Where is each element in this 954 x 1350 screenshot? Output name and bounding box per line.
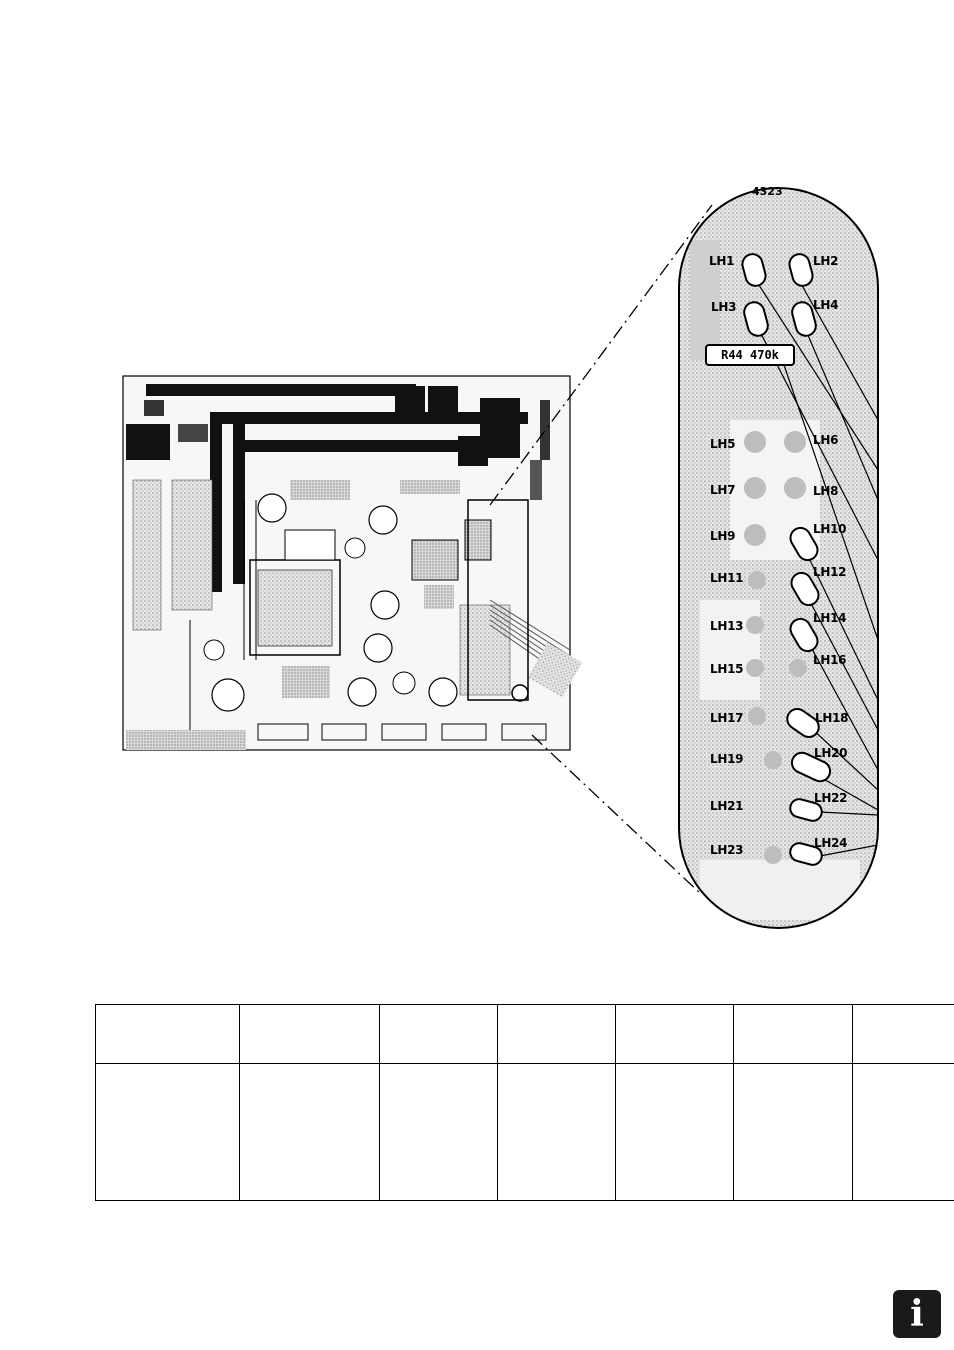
jumper-zoom-view [678,187,879,929]
jumper-label-lh7: LH7 [710,483,736,497]
jumper-label-lh15: LH15 [710,662,744,676]
jumper-label-lh10: LH10 [813,522,847,536]
jumper-label-lh11: LH11 [710,571,744,585]
jumper-label-lh4: LH4 [813,298,839,312]
table-header-cell [852,1004,954,1064]
jumper-label-lh19: LH19 [710,752,744,766]
jumper-label-lh24: LH24 [814,836,848,850]
info-icon-glyph: i [910,1293,924,1335]
jumper-label-lh22: LH22 [814,791,848,805]
resistor-label: R44 470k [705,344,795,366]
table-cell [239,1063,380,1201]
pcb-board [122,375,583,751]
table-cell [852,1063,954,1201]
table-header-cell [239,1004,380,1064]
jumper-label-lh21: LH21 [710,799,744,813]
jumper-label-lh12: LH12 [813,565,847,579]
jumper-label-lh18: LH18 [815,711,849,725]
table-header-row [95,1004,954,1064]
zoom-lines [489,204,713,896]
table-cell [379,1063,498,1201]
jumper-label-lh1: LH1 [709,254,735,268]
table-cell [497,1063,616,1201]
table-header-cell [379,1004,498,1064]
jumper-label-lh20: LH20 [814,746,848,760]
part-number-label: 4323 [752,185,783,198]
pcb-figure: 4323 R44 470k LH1 LH2 LH3 LH4 LH5 LH6 LH… [122,185,879,929]
jumper-label-lh5: LH5 [710,437,736,451]
jumper-label-lh9: LH9 [710,529,736,543]
settings-table [95,1004,954,1201]
jumper-label-lh6: LH6 [813,433,839,447]
info-icon: i [893,1290,941,1338]
jumper-label-lh3: LH3 [711,300,737,314]
table-header-cell [733,1004,853,1064]
jumper-label-lh8: LH8 [813,484,839,498]
jumper-label-lh2: LH2 [813,254,839,268]
jumper-label-lh17: LH17 [710,711,744,725]
table-cell [733,1063,853,1201]
jumper-label-lh14: LH14 [813,611,847,625]
jumper-label-lh13: LH13 [710,619,744,633]
table-header-cell [497,1004,616,1064]
table-cell [95,1063,240,1201]
table-header-cell [615,1004,734,1064]
jumper-label-lh16: LH16 [813,653,847,667]
table-header-cell [95,1004,240,1064]
pcb-diagram [122,187,879,929]
jumper-label-lh23: LH23 [710,843,744,857]
table-row [95,1063,954,1201]
table-cell [615,1063,734,1201]
